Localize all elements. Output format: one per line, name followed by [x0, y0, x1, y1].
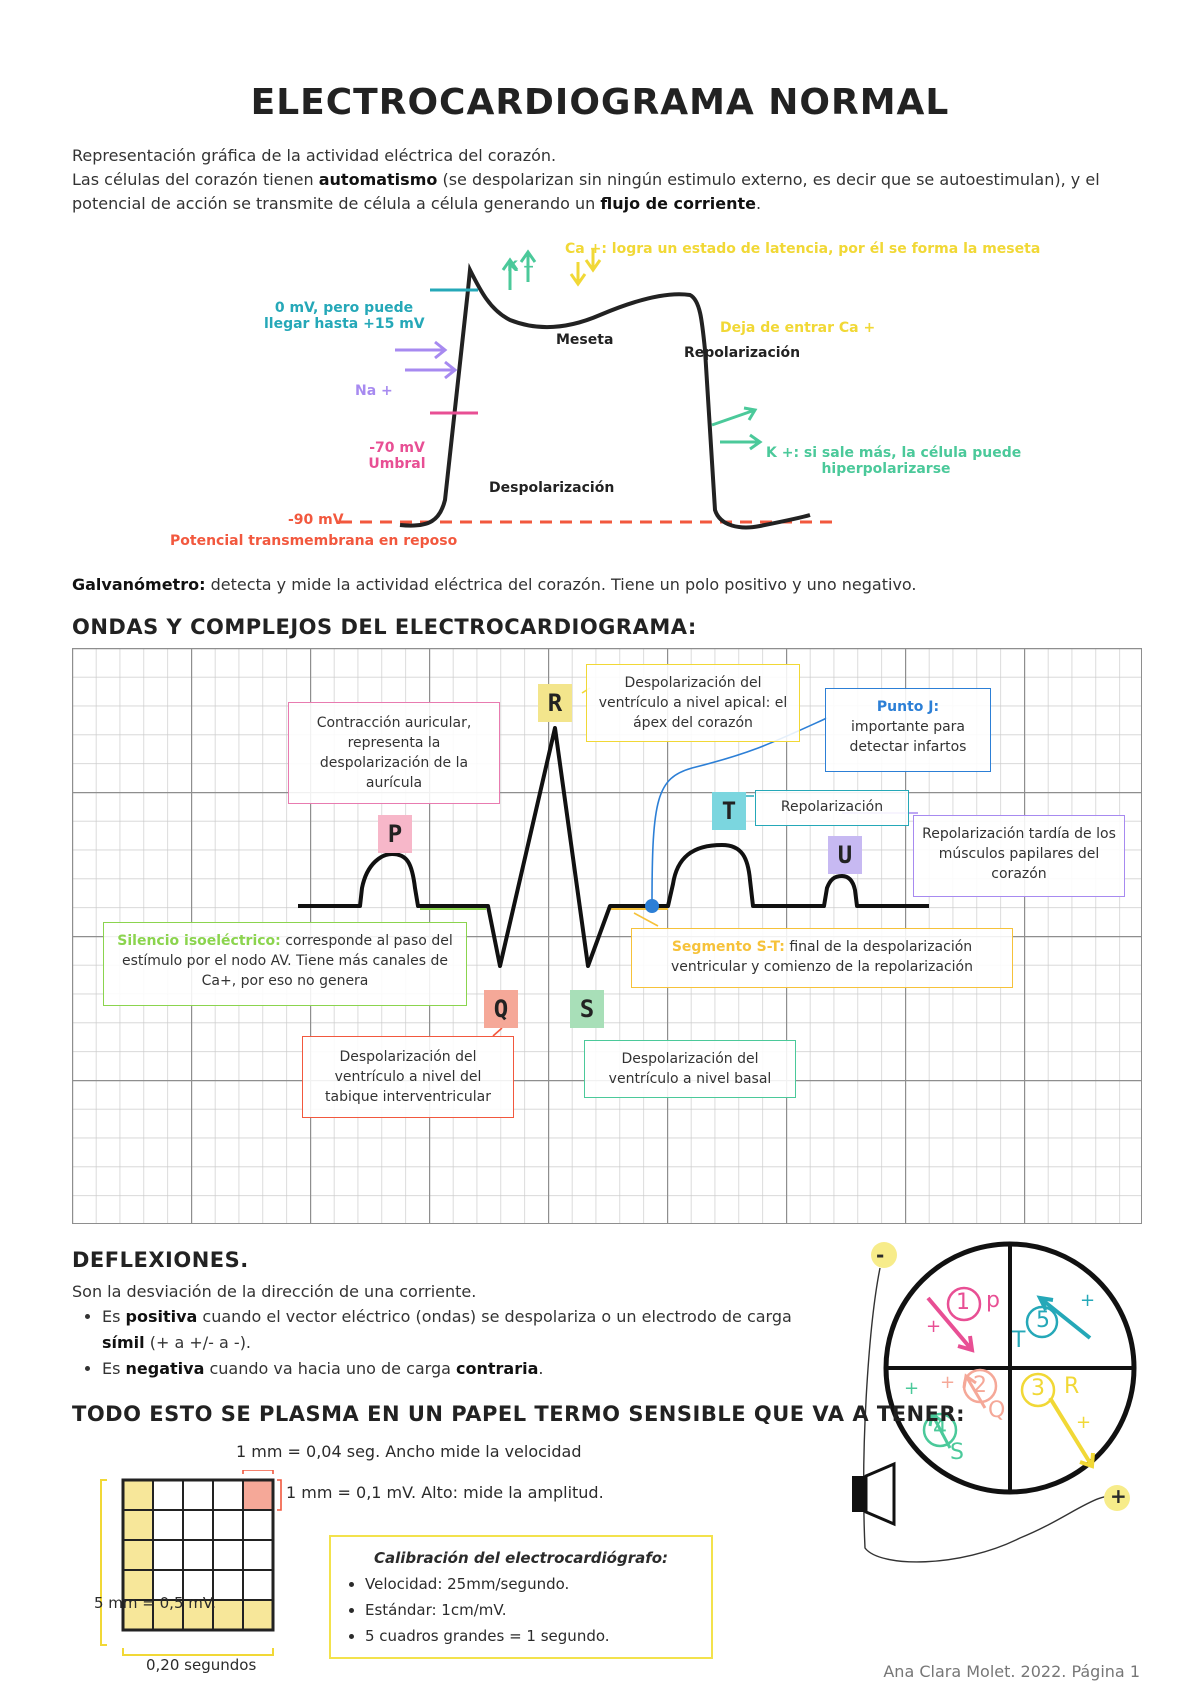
vector-circle-diagram: [852, 1241, 1137, 1563]
ca-note: Ca +: logra un estado de latencia, por é…: [565, 241, 1041, 257]
mm-volt-label: 1 mm = 0,1 mV. Alto: mide la amplitud.: [286, 1483, 604, 1502]
vector-5-letter: T: [1012, 1328, 1026, 1353]
wave-p-label: P: [378, 815, 412, 853]
intro-paragraph: Representación gráfica de la actividad e…: [72, 144, 1142, 216]
action-potential-diagram: [340, 248, 840, 530]
mm-time-label: 1 mm = 0,04 seg. Ancho mide la velocidad: [236, 1442, 582, 1461]
box-q-description: Despolarización del ventrículo a nivel d…: [302, 1036, 514, 1118]
papel-heading: TODO ESTO SE PLASMA EN UN PAPEL TERMO SE…: [72, 1402, 966, 1426]
na-label: Na +: [355, 383, 393, 399]
galvanometro-text: Galvanómetro: detecta y mide la activida…: [72, 575, 917, 594]
ondas-heading: ONDAS Y COMPLEJOS DEL ELECTROCARDIOGRAMA…: [72, 615, 697, 639]
vector-1-letter: p: [986, 1288, 1000, 1313]
calibracion-item: Estándar: 1cm/mV.: [365, 1597, 699, 1623]
meseta-label: Meseta: [556, 332, 614, 348]
ecg-trace: [298, 726, 929, 968]
box-s-description: Despolarización del ventrículo a nivel b…: [584, 1040, 796, 1098]
wave-s-label: S: [570, 990, 604, 1028]
box-silencio-isoelectrico: Silencio isoeléctrico: corresponde al pa…: [103, 922, 467, 1006]
k-out-label: K +: si sale más, la célula puede hiperp…: [766, 445, 1022, 477]
reposo-mv-label: -90 mV: [288, 512, 344, 528]
reposo-label: Potencial transmembrana en reposo: [170, 533, 458, 549]
vector-5-sign: +: [1080, 1290, 1096, 1311]
wave-r-label: R: [538, 684, 572, 722]
vector-5-number: 5: [1036, 1308, 1050, 1333]
k-out-arrows: [711, 406, 763, 451]
calibracion-box: Calibración del electrocardiógrafo: Velo…: [329, 1535, 713, 1659]
calibracion-title: Calibración del electrocardiógrafo:: [373, 1549, 669, 1567]
box-p-description: Contracción auricular, representa la des…: [288, 702, 500, 804]
intro-line-1: Representación gráfica de la actividad e…: [72, 146, 557, 165]
box-segmento-st: Segmento S-T: final de la despolarizació…: [631, 928, 1013, 988]
deja-ca-label: Deja de entrar Ca +: [720, 320, 876, 336]
intro-line-2: Las células del corazón tienen automatis…: [72, 170, 1100, 189]
wave-q-label: Q: [484, 990, 518, 1028]
na-arrows: [395, 340, 458, 380]
page-title: ELECTROCARDIOGRAMA NORMAL: [250, 82, 950, 123]
intro-line-3: potencial de acción se transmite de célu…: [72, 194, 762, 213]
vector-4-sign: +: [904, 1378, 920, 1399]
vector-2-number: 2: [973, 1373, 987, 1398]
vector-1-sign: +: [926, 1316, 942, 1337]
box-t-description: Repolarización: [755, 790, 909, 826]
vector-2-sign: +: [940, 1372, 956, 1393]
deflexion-positiva: Es positiva cuando el vector eléctrico (…: [102, 1304, 812, 1356]
wave-u-label: U: [828, 836, 862, 874]
box-r-description: Despolarización del ventrículo a nivel a…: [586, 664, 800, 742]
repolarizacion-label: Repolarización: [684, 345, 801, 361]
deflexion-negativa: Es negativa cuando va hacia uno de carga…: [102, 1356, 812, 1382]
electrode-minus: -: [876, 1243, 885, 1267]
ca-down-arrows: [569, 248, 602, 287]
vector-1-number: 1: [956, 1290, 970, 1315]
punto-j-dot: [645, 899, 659, 913]
action-potential-curve: [399, 262, 811, 530]
seconds-label: 0,20 segundos: [146, 1656, 257, 1674]
vector-3-sign: +: [1076, 1412, 1092, 1433]
ecg-paper-diagram: [100, 1470, 282, 1656]
five-mm-label: 5 mm = 0,5 mV.: [94, 1594, 216, 1612]
vector-4-number: 4: [933, 1416, 947, 1441]
k-up-arrows: [501, 249, 537, 290]
calibracion-item: 5 cuadros grandes = 1 segundo.: [365, 1623, 699, 1649]
footer-credit: Ana Clara Molet. 2022. Página 1: [883, 1662, 1140, 1681]
box-punto-j: Punto J: importante para detectar infart…: [825, 688, 991, 772]
electrode-plus: +: [1110, 1484, 1127, 1508]
zero-mv-label: 0 mV, pero puede llegar hasta +15 mV: [264, 300, 425, 332]
box-u-description: Repolarización tardía de los músculos pa…: [913, 815, 1125, 897]
despolarizacion-label: Despolarización: [489, 480, 615, 496]
vector-3-letter: R: [1064, 1374, 1080, 1399]
vector-4-letter: S: [950, 1440, 964, 1465]
wave-t-label: T: [712, 792, 746, 830]
vector-2-letter: Q: [988, 1398, 1006, 1423]
vector-3-number: 3: [1031, 1376, 1045, 1401]
deflexiones-heading: DEFLEXIONES.: [72, 1248, 249, 1272]
calibracion-item: Velocidad: 25mm/segundo.: [365, 1571, 699, 1597]
umbral-label: -70 mV Umbral: [368, 440, 426, 472]
deflexiones-text: Son la desviación de la dirección de una…: [72, 1280, 812, 1382]
k-up-label: K +: [507, 259, 535, 275]
